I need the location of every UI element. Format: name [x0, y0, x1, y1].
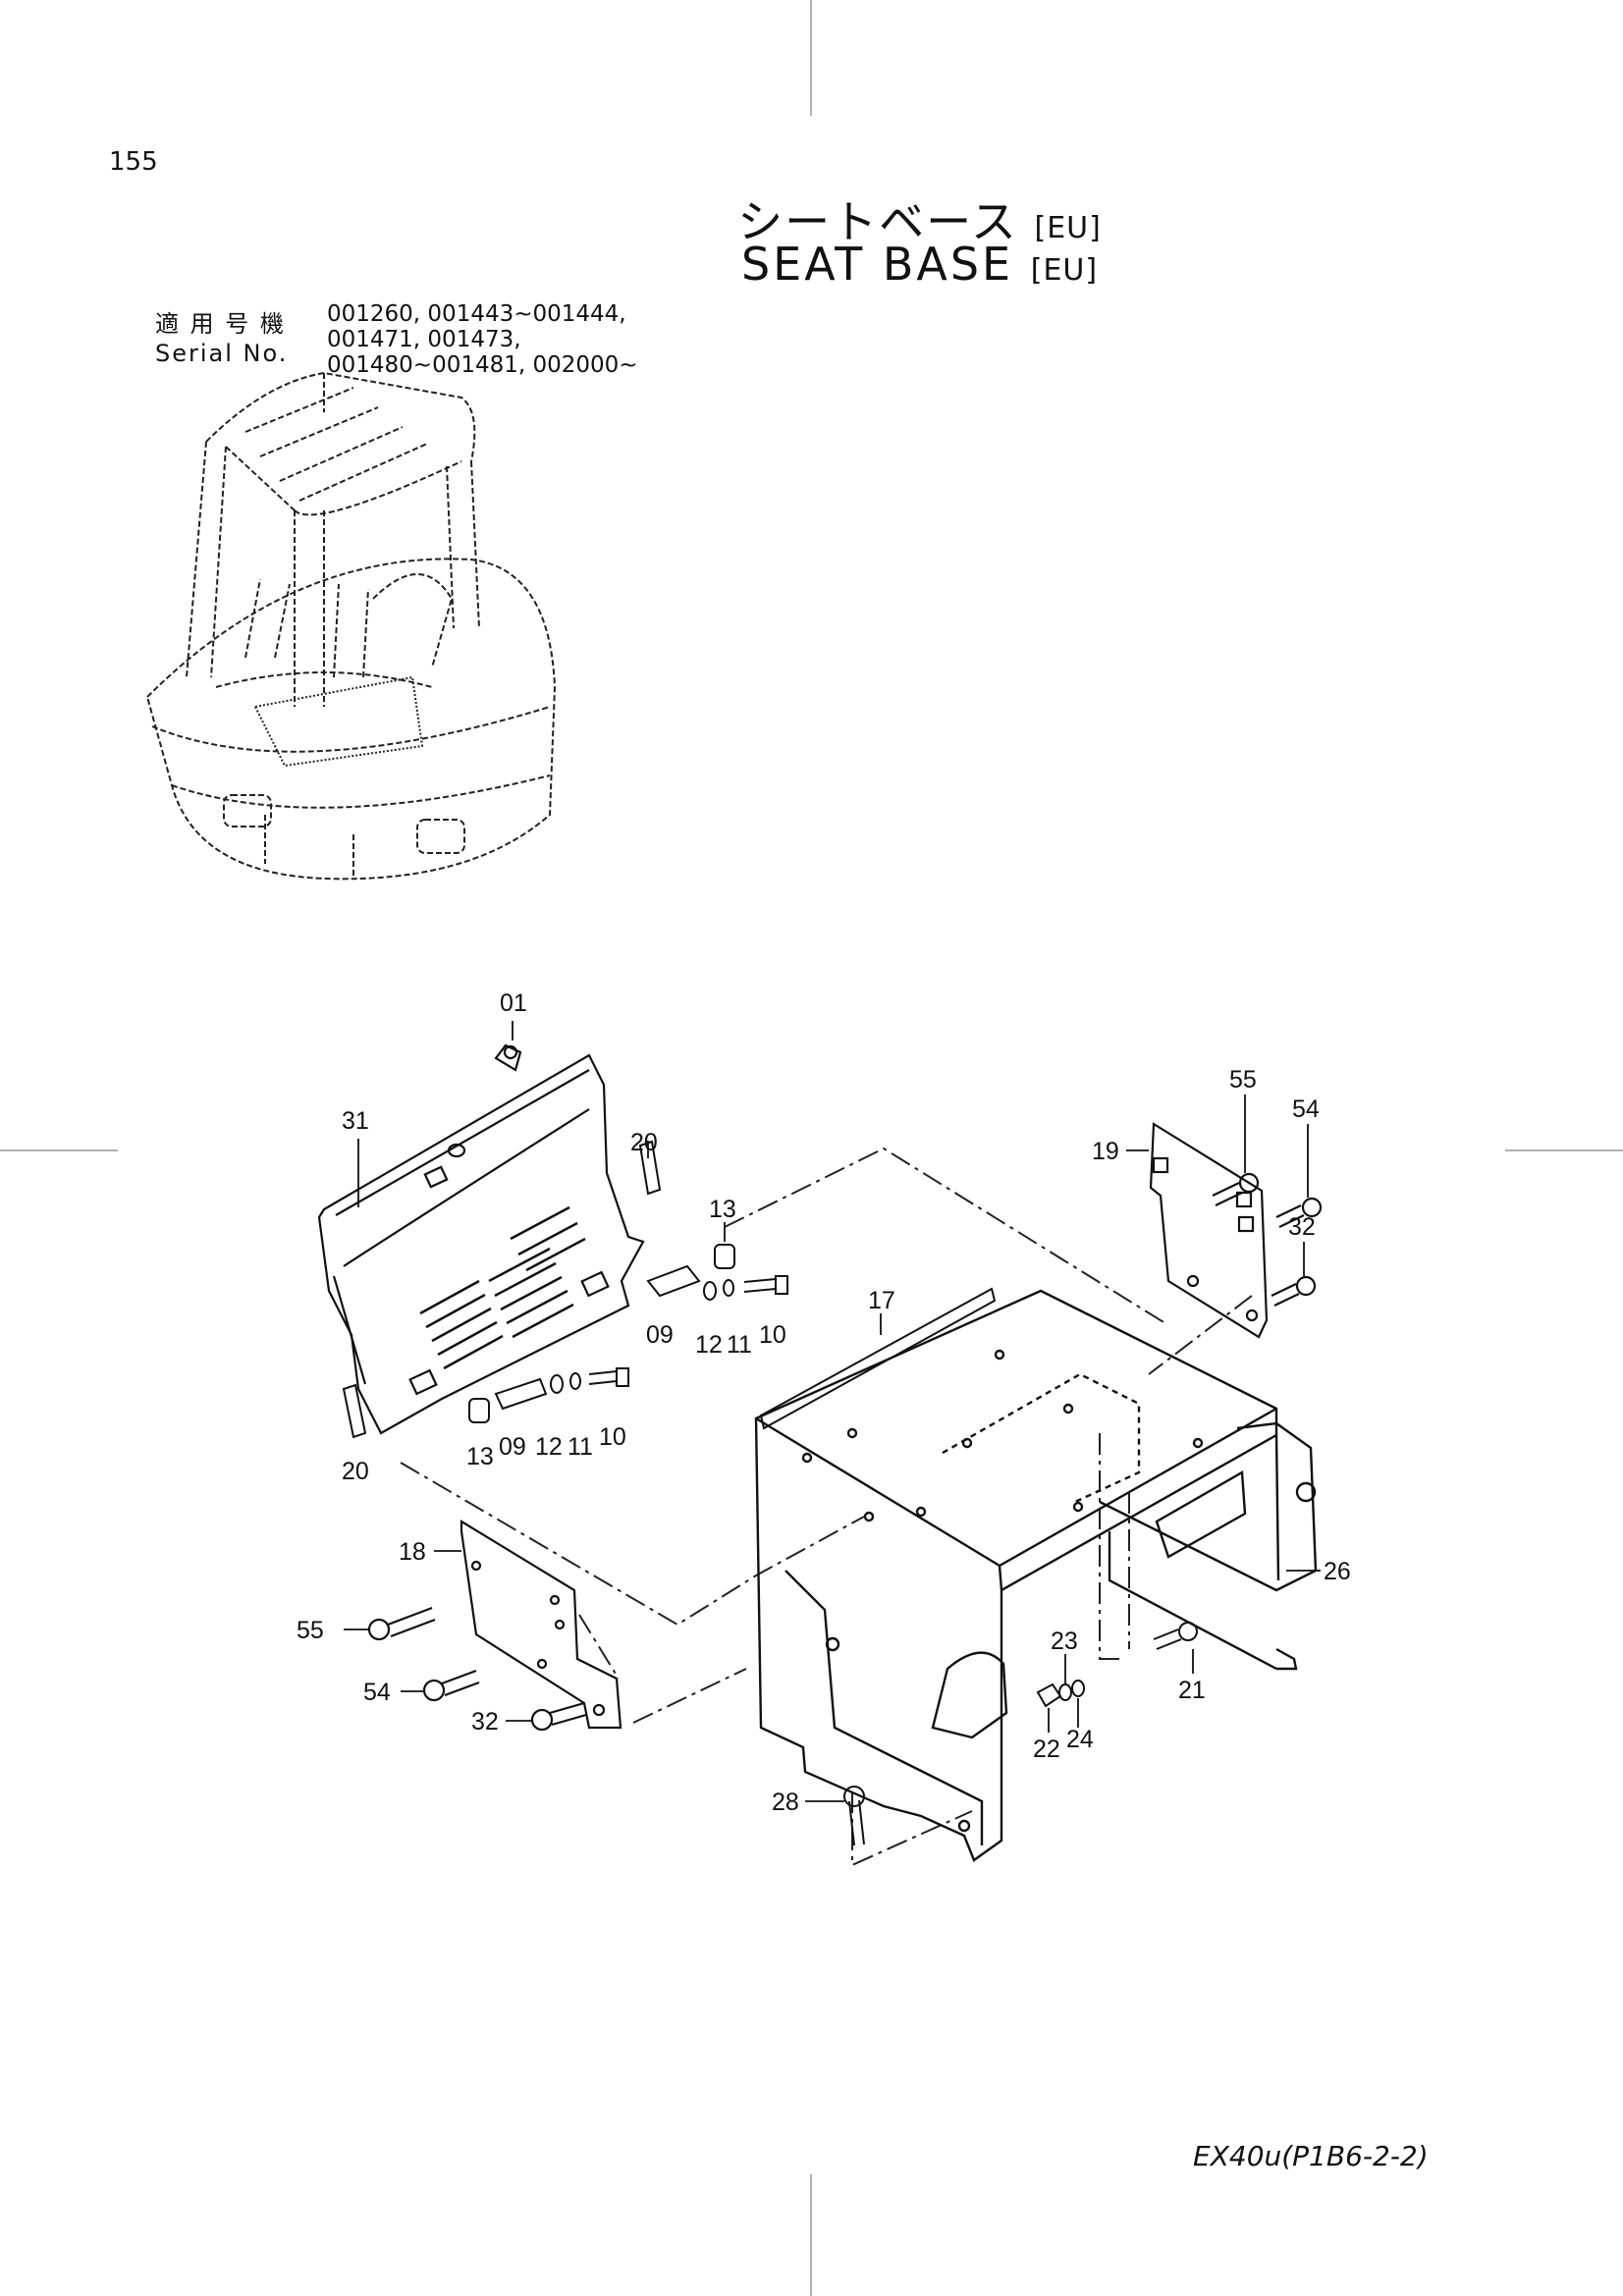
title-jp-suffix: [EU] — [1034, 211, 1102, 245]
bracket-19 — [1149, 1122, 1323, 1339]
callout-21: 21 — [1178, 1677, 1206, 1704]
callout-32-left: 32 — [471, 1708, 499, 1735]
callout-13-lower: 13 — [466, 1443, 494, 1470]
callout-09-lower: 09 — [499, 1433, 526, 1461]
callout-19: 19 — [1092, 1138, 1119, 1165]
title-en-suffix: [EU] — [1030, 253, 1099, 288]
callout-01: 01 — [500, 989, 527, 1017]
callout-12-upper: 12 — [695, 1331, 723, 1359]
callout-23: 23 — [1051, 1628, 1078, 1655]
callout-11-upper: 11 — [727, 1331, 752, 1359]
machine-overview-illustration — [145, 371, 557, 881]
lower-hardware — [843, 1622, 1198, 1846]
footer-model-code: EX40u(P1B6-2-2) — [1193, 2140, 1429, 2172]
serial-line-1: 001260, 001443~001444, — [327, 301, 626, 327]
serial-label: 適 用 号 機 Serial No. — [155, 309, 288, 368]
callout-26: 26 — [1324, 1558, 1351, 1585]
callout-10-lower: 10 — [599, 1423, 626, 1451]
callout-55-left: 55 — [297, 1617, 324, 1644]
callout-17: 17 — [868, 1287, 895, 1314]
title-jp-text: シートベース — [737, 195, 1018, 248]
serial-values: 001260, 001443~001444, 001471, 001473, 0… — [327, 301, 638, 378]
callout-31: 31 — [342, 1107, 369, 1135]
callout-54-left: 54 — [363, 1679, 391, 1706]
serial-label-jp: 適 用 号 機 — [155, 310, 286, 338]
callout-20-upper: 20 — [630, 1129, 658, 1156]
callout-11-lower: 11 — [568, 1433, 593, 1461]
page-number: 155 — [109, 147, 158, 177]
callout-22: 22 — [1033, 1735, 1060, 1763]
title-en-text: SEAT BASE — [740, 238, 1014, 291]
callout-labels: 01 31 20 13 09 12 11 10 20 13 09 12 11 1… — [297, 989, 1351, 1816]
callout-13-upper: 13 — [709, 1196, 736, 1223]
title-english: SEAT BASE [EU] — [0, 238, 1623, 291]
callout-18: 18 — [399, 1538, 426, 1566]
callout-54-right: 54 — [1292, 1095, 1320, 1123]
callout-55-right: 55 — [1229, 1066, 1257, 1094]
serial-label-en: Serial No. — [155, 340, 289, 367]
serial-line-2: 001471, 001473, — [327, 327, 521, 352]
title-japanese: シートベース [EU] — [0, 187, 1623, 251]
callout-24: 24 — [1066, 1726, 1094, 1753]
seat-base-frame-26 — [754, 1289, 1318, 1862]
serial-line-3: 001480~001481, 002000~ — [327, 352, 638, 378]
callout-12-lower: 12 — [535, 1433, 563, 1461]
callout-32-right: 32 — [1288, 1213, 1316, 1241]
callout-09-upper: 09 — [646, 1321, 674, 1349]
hardware-parts — [342, 1140, 997, 1439]
panel-31 — [317, 1043, 645, 1435]
assembly-phantom-lines — [400, 1147, 1253, 1867]
callout-20-lower: 20 — [342, 1458, 369, 1485]
callout-28: 28 — [772, 1789, 799, 1816]
callout-leaders — [344, 1021, 1321, 1802]
callout-10-upper: 10 — [759, 1321, 786, 1349]
